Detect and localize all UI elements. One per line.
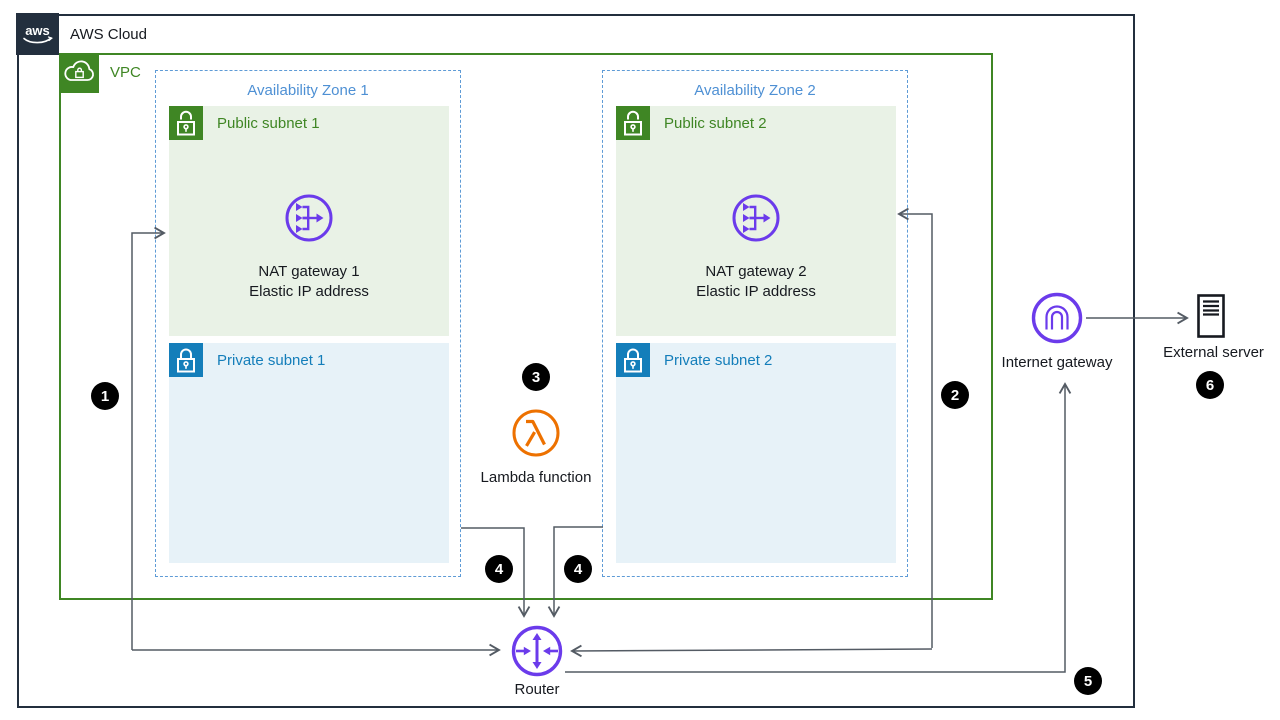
public-subnet-icon [169,106,203,140]
public-subnet-1: Public subnet 1 NAT gateway 1 Elastic IP… [169,106,449,336]
vpc-label: VPC [110,64,141,81]
availability-zone-1: Availability Zone 1 Public subnet 1 [155,70,461,577]
private-subnet-1-label: Private subnet 1 [217,352,326,369]
step-badge-4-right: 4 [564,555,592,583]
external-server-label: External server [1163,344,1264,361]
elastic-ip-label: Elastic IP address [696,283,816,300]
private-subnet-1: Private subnet 1 [169,343,449,563]
nat-gateway-icon [283,192,335,244]
private-subnet-2-label: Private subnet 2 [664,352,773,369]
nat-gateway-icon [730,192,782,244]
vpc-box [59,53,993,600]
internet-gateway-label: Internet gateway [1001,354,1113,371]
aws-cloud-box [17,14,1135,708]
public-subnet-2: Public subnet 2 NAT gateway 2 Elastic IP… [616,106,896,336]
step-badge-6: 6 [1196,371,1224,399]
step-badge-5: 5 [1074,667,1102,695]
az2-label: Availability Zone 2 [694,82,816,99]
public-subnet-1-label: Public subnet 1 [217,115,320,132]
vpc-icon [59,53,99,93]
aws-logo-text: aws [25,23,50,38]
private-subnet-2: Private subnet 2 [616,343,896,563]
nat-gateway-2-label: NAT gateway 2 [705,263,807,280]
public-subnet-2-label: Public subnet 2 [664,115,767,132]
router-label: Router [514,681,560,698]
step-badge-3: 3 [522,363,550,391]
private-subnet-icon [169,343,203,377]
step-badge-2: 2 [941,381,969,409]
availability-zone-2: Availability Zone 2 Public subnet 2 [602,70,908,577]
lambda-function-icon [510,407,562,459]
internet-gateway-icon [1030,291,1084,345]
aws-cloud-label: AWS Cloud [70,26,147,43]
external-server-icon [1196,293,1226,339]
aws-logo-icon: aws [16,13,59,55]
lambda-function-label: Lambda function [480,469,592,486]
private-subnet-icon [616,343,650,377]
public-subnet-icon [616,106,650,140]
az1-label: Availability Zone 1 [247,82,369,99]
elastic-ip-label: Elastic IP address [249,283,369,300]
nat-gateway-1-label: NAT gateway 1 [258,263,360,280]
router-icon [510,624,564,678]
step-badge-1: 1 [91,382,119,410]
step-badge-4-left: 4 [485,555,513,583]
